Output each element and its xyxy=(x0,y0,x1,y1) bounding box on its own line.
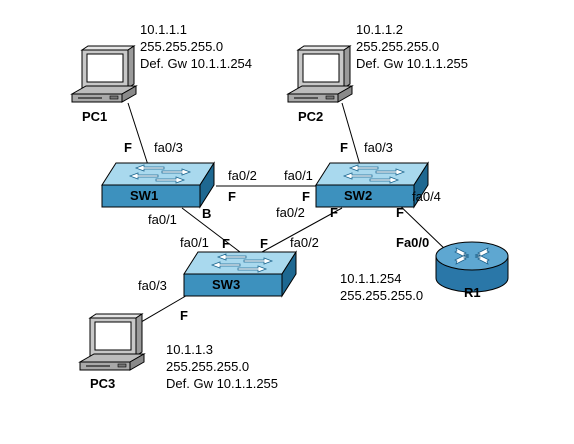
r1: R1 Fa0/0 10.1.1.254 255.255.255.0 xyxy=(340,235,509,303)
sw1-sw3-sw1-state: B xyxy=(202,206,211,221)
r1-mask: 255.255.255.0 xyxy=(340,288,423,303)
pc1-mask: 255.255.255.0 xyxy=(140,39,223,54)
link-sw2-sw3 xyxy=(261,207,343,253)
pc3: PC3 10.1.1.3 255.255.255.0 Def. Gw 10.1.… xyxy=(79,313,278,391)
pc1-gateway: Def. Gw 10.1.1.254 xyxy=(140,56,252,71)
desktop-computer-icon xyxy=(79,313,145,371)
pc1-sw1-port: fa0/3 xyxy=(154,140,183,155)
sw2: SW2 xyxy=(315,162,429,208)
pc2-ip: 10.1.1.2 xyxy=(356,22,403,37)
pc3-ip: 10.1.1.3 xyxy=(166,342,213,357)
pc2-gateway: Def. Gw 10.1.1.255 xyxy=(356,56,468,71)
sw2-label: SW2 xyxy=(344,188,372,203)
link-pc2-sw2 xyxy=(341,102,361,166)
link-sw2-r1 xyxy=(393,199,449,253)
sw1-sw3-sw3-port: fa0/1 xyxy=(180,235,209,250)
pc2-label: PC2 xyxy=(298,109,323,124)
sw1-sw2-sw2-state: F xyxy=(302,189,310,204)
desktop-computer-icon xyxy=(287,45,353,103)
links xyxy=(123,102,449,333)
sw2-sw3-sw3-port: fa0/2 xyxy=(290,235,319,250)
pc2-sw2-state: F xyxy=(340,140,348,155)
pc1-label: PC1 xyxy=(82,109,107,124)
sw2-r1-state: F xyxy=(396,205,404,220)
sw2-sw3-sw2-state: F xyxy=(330,205,338,220)
sw1-sw3-sw3-state: F xyxy=(222,236,230,251)
sw3: SW3 xyxy=(183,251,297,297)
sw1-sw2-sw1-state: F xyxy=(228,189,236,204)
pc1-ip: 10.1.1.1 xyxy=(140,22,187,37)
sw3-pc3-state: F xyxy=(180,308,188,323)
r1-label: R1 xyxy=(464,285,481,300)
pc2-mask: 255.255.255.0 xyxy=(356,39,439,54)
sw1-label: SW1 xyxy=(130,188,158,203)
r1-interface: Fa0/0 xyxy=(396,235,429,250)
sw1: SW1 xyxy=(101,162,215,208)
sw3-label: SW3 xyxy=(212,277,240,292)
pc2: PC2 10.1.1.2 255.255.255.0 Def. Gw 10.1.… xyxy=(287,22,468,124)
sw2-r1-port: fa0/4 xyxy=(412,189,441,204)
sw2-sw3-sw2-port: fa0/2 xyxy=(276,205,305,220)
pc3-gateway: Def. Gw 10.1.1.255 xyxy=(166,376,278,391)
link-pc1-sw1 xyxy=(127,102,149,166)
sw2-sw3-sw3-state: F xyxy=(260,236,268,251)
r1-ip: 10.1.1.254 xyxy=(340,271,401,286)
pc1: PC1 10.1.1.1 255.255.255.0 Def. Gw 10.1.… xyxy=(71,22,252,124)
pc3-label: PC3 xyxy=(90,376,115,391)
pc3-mask: 255.255.255.0 xyxy=(166,359,249,374)
link-sw1-sw3 xyxy=(181,207,241,253)
pc2-sw2-port: fa0/3 xyxy=(364,140,393,155)
sw1-sw2-sw1-port: fa0/2 xyxy=(228,168,257,183)
pc1-sw1-state: F xyxy=(124,140,132,155)
sw1-sw2-sw2-port: fa0/1 xyxy=(284,168,313,183)
desktop-computer-icon xyxy=(71,45,137,103)
sw3-pc3-port: fa0/3 xyxy=(138,278,167,293)
sw1-sw3-sw1-port: fa0/1 xyxy=(148,212,177,227)
